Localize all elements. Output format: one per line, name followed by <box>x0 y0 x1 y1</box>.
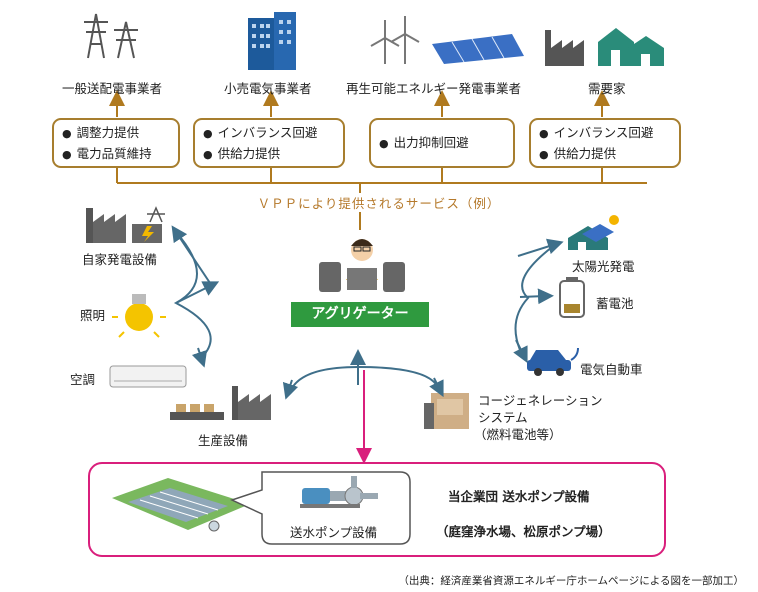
air-conditioner-icon <box>109 365 187 388</box>
actor-label-renewable: 再生可能エネルギー発電事業者 <box>346 81 522 96</box>
services-caption: ＶＰＰにより提供されるサービス（例） <box>249 193 509 212</box>
service-box-retail: インバランス回避 供給力提供 <box>193 118 345 168</box>
electric-car-icon <box>527 347 579 376</box>
resource-label-battery: 蓄電池 <box>596 296 634 311</box>
service-box-renewable: 出力抑制回避 <box>369 118 515 168</box>
service-item: インバランス回避 <box>203 123 335 144</box>
resource-label-private-generation: 自家発電設備 <box>82 252 158 267</box>
water-plant-aerial-icon <box>112 478 250 532</box>
water-pump-icon <box>300 476 378 508</box>
wind-solar-icon <box>370 16 524 64</box>
power-tower-icon <box>84 13 138 59</box>
aggregator-links <box>171 225 564 400</box>
service-item: 供給力提供 <box>539 144 671 165</box>
resource-label-production: 生産設備 <box>198 433 249 448</box>
cogeneration-icon <box>424 393 469 429</box>
solar-house-icon <box>568 215 619 250</box>
water-pump-panel <box>88 462 666 557</box>
operator-computers-icon <box>319 239 405 292</box>
cogeneration-line1: コージェネレーション <box>478 393 603 408</box>
bottom-subtitle: （庭窪浄水場、松原ポンプ場） <box>436 524 611 539</box>
source-note: （出典：経済産業省資源エネルギー庁ホームページによる図を一部加工） <box>398 575 744 587</box>
resource-label-air-conditioning: 空調 <box>70 372 96 387</box>
service-item: 電力品質維持 <box>62 144 170 165</box>
service-box-transmission: 調整力提供 電力品質維持 <box>52 118 180 168</box>
pump-label: 送水ポンプ設備 <box>290 525 378 540</box>
service-box-consumer: インバランス回避 供給力提供 <box>529 118 681 168</box>
actor-label-consumer: 需要家 <box>588 81 626 96</box>
office-building-icon <box>248 12 296 70</box>
service-item: インバランス回避 <box>539 123 671 144</box>
cogeneration-line3: （燃料電池等） <box>474 427 562 442</box>
resource-label-ev: 電気自動車 <box>580 362 643 377</box>
resource-label-lighting: 照明 <box>80 308 106 323</box>
actor-label-transmission: 一般送配電事業者 <box>62 81 163 96</box>
cogeneration-line2: システム <box>478 410 528 425</box>
factory-house-icon <box>545 28 664 66</box>
service-item: 出力抑制回避 <box>379 133 505 154</box>
battery-icon <box>559 277 585 318</box>
actor-label-retail: 小売電気事業者 <box>224 81 312 96</box>
service-item: 調整力提供 <box>62 123 170 144</box>
service-item: 供給力提供 <box>203 144 335 165</box>
factory-generator-icon <box>86 206 165 243</box>
resource-label-solar: 太陽光発電 <box>572 259 635 274</box>
aggregator-label: アグリゲーター <box>291 302 429 327</box>
light-bulb-icon <box>112 294 166 338</box>
production-facility-icon <box>170 386 271 420</box>
bottom-title: 当企業団 送水ポンプ設備 <box>448 489 590 504</box>
